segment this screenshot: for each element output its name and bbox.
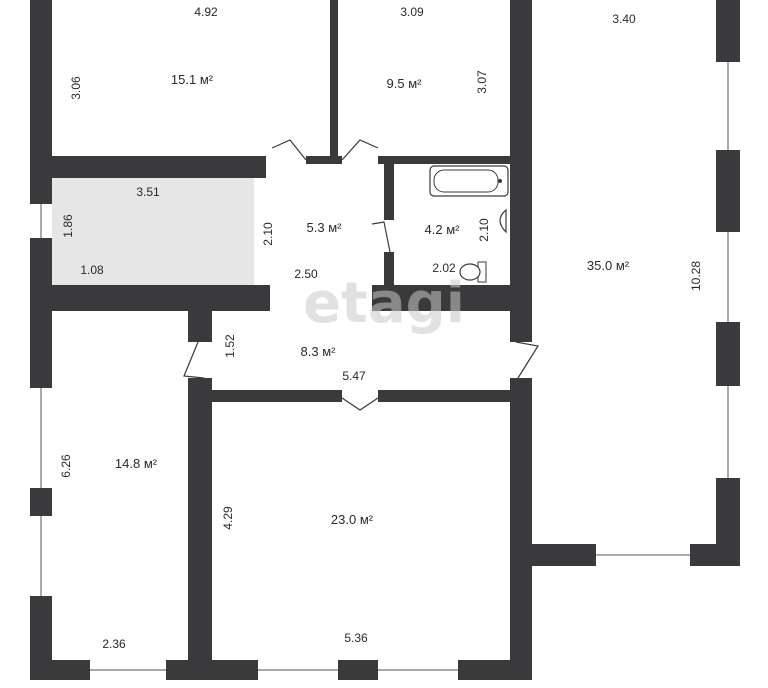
room-d-width: 2.36	[102, 637, 126, 651]
door-room-d	[183, 341, 205, 379]
watermark: etagi	[303, 271, 465, 336]
door-bathroom	[371, 221, 391, 253]
wall-a-bottom-left	[30, 156, 266, 178]
room-e-area: 23.0 м²	[331, 512, 374, 527]
door-room-e	[341, 397, 379, 411]
room-c-area: 35.0 м²	[587, 258, 630, 273]
wall-corridor-left-top	[188, 310, 212, 342]
door-room-b	[341, 139, 379, 161]
window-room-d-bottom	[90, 660, 166, 680]
window-room-e-1	[258, 660, 338, 680]
room-d-height: 6.26	[59, 454, 73, 478]
wall-corridor-right-bottom	[510, 378, 532, 408]
window-room-c-2	[716, 232, 740, 322]
storage-extra-dimension: 1.08	[80, 263, 104, 277]
wall-b-bottom	[378, 156, 518, 164]
storage-height: 1.86	[61, 214, 75, 238]
wall-corridor-bottom-left	[212, 390, 342, 402]
room-d-area: 14.8 м²	[115, 456, 158, 471]
wall-a-bottom-mid	[306, 156, 342, 164]
wall-corridor-bottom-right	[378, 390, 532, 402]
window-room-e-2	[378, 660, 458, 680]
room-b-area: 9.5 м²	[387, 76, 423, 91]
wall-corridor-right-top	[510, 310, 532, 342]
bathroom-area: 4.2 м²	[425, 222, 461, 237]
window-room-c-3	[716, 386, 740, 478]
corridor-height: 1.52	[223, 334, 237, 358]
wall-a-b	[330, 0, 338, 160]
room-a-width: 4.92	[194, 5, 218, 19]
storage-room-fill	[52, 178, 254, 288]
door-room-c	[515, 341, 539, 379]
corridor-width: 5.47	[342, 369, 366, 383]
hall-area: 5.3 м²	[307, 220, 343, 235]
doors	[183, 139, 539, 411]
bathroom-width: 2.02	[432, 261, 456, 275]
window-room-c-bottom	[596, 544, 690, 566]
wall-storage-bottom	[30, 285, 270, 311]
room-e-height: 4.29	[221, 506, 235, 530]
wall-hall-bath-upper	[384, 160, 394, 220]
window-storage	[30, 204, 52, 238]
room-e-width: 5.36	[344, 631, 368, 645]
door-room-a	[271, 139, 307, 161]
wall-left-lower	[30, 300, 52, 678]
room-b-height: 3.07	[475, 70, 489, 94]
sink-icon	[499, 208, 507, 234]
room-c-height: 10.28	[689, 261, 703, 291]
wall-room-e-right	[510, 400, 532, 680]
hall-width: 2.50	[294, 267, 318, 281]
window-room-c-1	[716, 62, 740, 150]
room-a-height: 3.06	[69, 76, 83, 100]
wall-bath-bottom	[372, 285, 522, 311]
storage-width: 3.51	[136, 185, 160, 199]
bathtub-icon	[429, 165, 509, 197]
windows	[30, 62, 740, 680]
wall-room-c-left	[510, 0, 532, 318]
room-a-area: 15.1 м²	[171, 72, 214, 87]
wall-left-upper	[30, 0, 52, 310]
wall-d-e	[188, 378, 212, 680]
room-b-width: 3.09	[400, 5, 424, 19]
wall-hall-bath-lower	[384, 252, 394, 288]
window-room-d-1	[30, 388, 52, 488]
room-c-width: 3.40	[612, 12, 636, 26]
window-room-d-2	[30, 516, 52, 596]
toilet-icon	[459, 261, 487, 283]
hall-height: 2.10	[261, 222, 275, 246]
corridor-area: 8.3 м²	[301, 344, 337, 359]
bathroom-height: 2.10	[477, 218, 491, 242]
